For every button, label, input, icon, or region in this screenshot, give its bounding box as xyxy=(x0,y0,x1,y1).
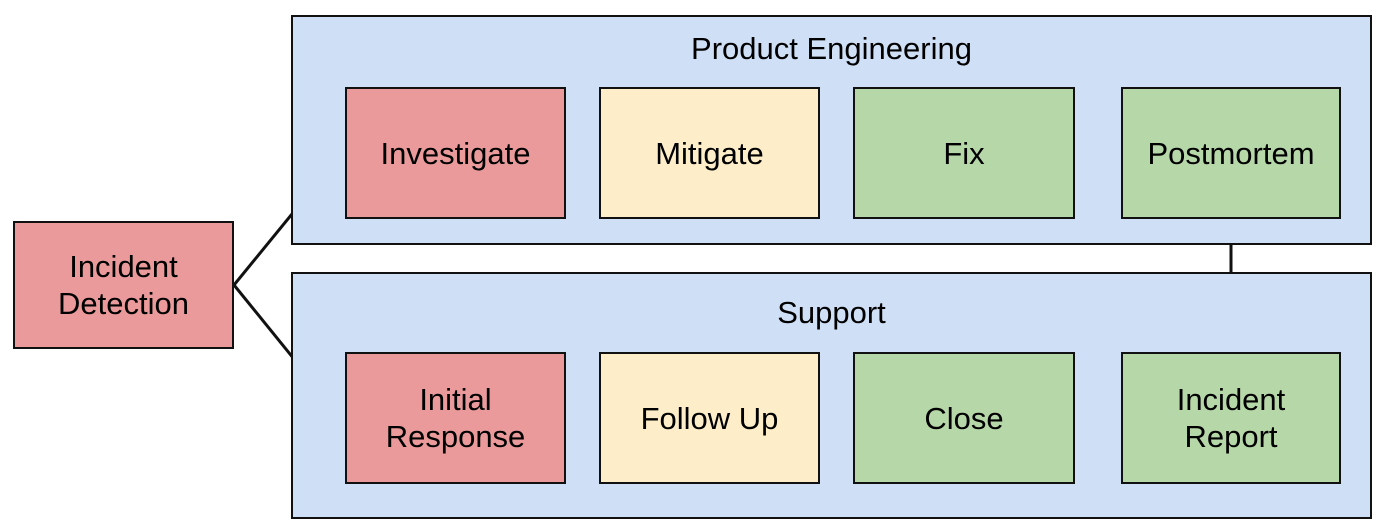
node-follow-up-label: Follow Up xyxy=(640,400,779,436)
node-follow-up[interactable]: Follow Up xyxy=(599,352,820,484)
node-incident-report[interactable]: Incident Report xyxy=(1121,352,1341,484)
node-fix[interactable]: Fix xyxy=(853,87,1075,219)
node-investigate[interactable]: Investigate xyxy=(345,87,566,219)
node-close[interactable]: Close xyxy=(853,352,1075,484)
node-incident-report-label: Incident Report xyxy=(1176,382,1286,454)
node-initial-response[interactable]: Initial Response xyxy=(345,352,566,484)
node-mitigate[interactable]: Mitigate xyxy=(599,87,820,219)
node-investigate-label: Investigate xyxy=(380,135,531,171)
node-mitigate-label: Mitigate xyxy=(655,135,764,171)
group-product-engineering-label: Product Engineering xyxy=(691,31,972,66)
node-postmortem[interactable]: Postmortem xyxy=(1121,87,1341,219)
node-close-label: Close xyxy=(924,400,1004,436)
group-support-label: Support xyxy=(777,295,886,330)
node-postmortem-label: Postmortem xyxy=(1147,135,1315,171)
node-incident-detection[interactable]: Incident Detection xyxy=(13,221,234,349)
node-fix-label: Fix xyxy=(943,135,985,171)
node-incident-detection-label: Incident Detection xyxy=(58,249,189,321)
node-initial-response-label: Initial Response xyxy=(385,382,526,454)
